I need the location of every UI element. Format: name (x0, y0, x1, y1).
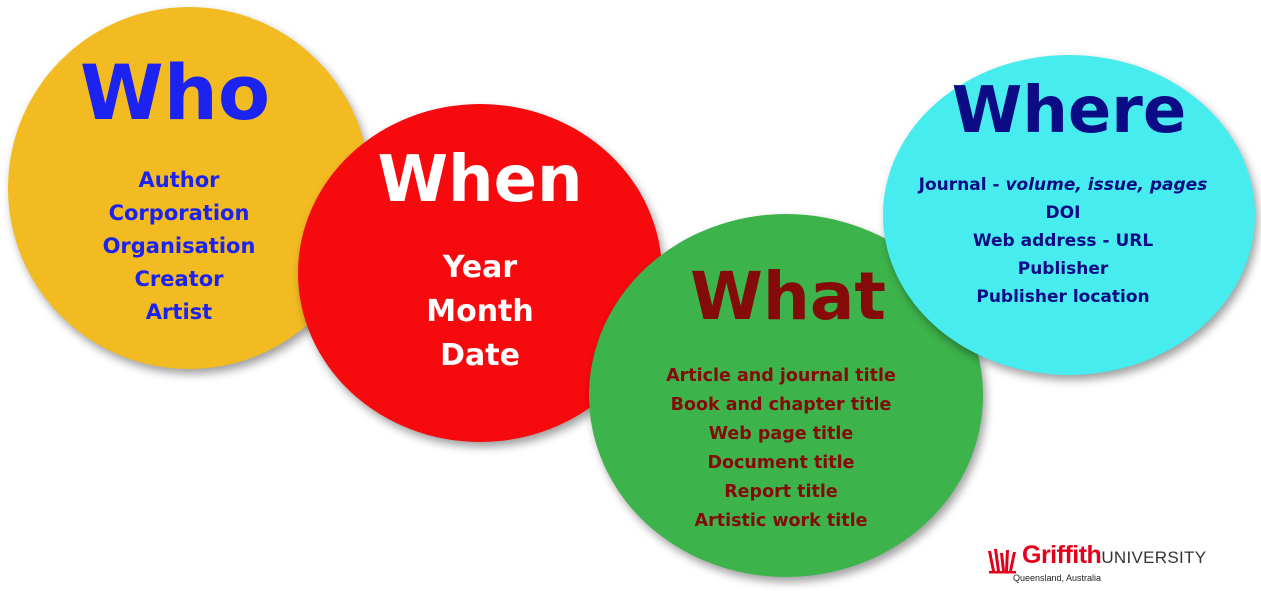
what-item: Report title (724, 482, 838, 502)
what-item: Book and chapter title (670, 395, 892, 415)
where-circle: Where Journal - volume, issue, pages DOI… (883, 55, 1255, 375)
what-heading: What (690, 258, 886, 335)
when-item: Date (440, 338, 520, 373)
where-item: Publisher location (976, 287, 1150, 307)
griffith-university-logo: GriffithUNIVERSITY Queensland, Australia (986, 543, 1236, 589)
what-list: Article and journal title Book and chapt… (579, 362, 983, 536)
when-item: Year (442, 250, 518, 285)
who-list: Author Corporation Organisation Creator … (0, 164, 370, 329)
who-item: Author (138, 168, 220, 192)
griffith-emblem-icon (988, 549, 1016, 574)
who-item: Artist (145, 300, 213, 324)
logo-suffix: UNIVERSITY (1101, 548, 1207, 567)
who-item: Corporation (108, 201, 250, 225)
where-heading: Where (951, 74, 1187, 148)
where-list: Journal - volume, issue, pages DOI Web a… (871, 171, 1255, 311)
what-item: Artistic work title (694, 511, 868, 531)
who-item: Creator (134, 267, 224, 291)
where-item: Publisher (1017, 259, 1109, 279)
logo-location: Queensland, Australia (1013, 573, 1102, 583)
where-item: Web address - URL (972, 231, 1154, 251)
who-circle: Who Author Corporation Organisation Crea… (8, 7, 370, 369)
when-list: Year Month Date (298, 246, 662, 378)
where-item-journal: Journal - volume, issue, pages (871, 171, 1255, 199)
logo-wordmark: GriffithUNIVERSITY (1022, 543, 1206, 568)
who-item: Organisation (102, 234, 256, 258)
journal-detail: volume, issue, pages (1005, 175, 1208, 195)
when-item: Month (426, 294, 534, 329)
journal-label: Journal - (918, 175, 1006, 195)
what-item: Document title (707, 453, 855, 473)
what-item: Article and journal title (666, 366, 896, 386)
who-heading: Who (79, 48, 271, 137)
logo-brand: Griffith (1022, 541, 1102, 569)
when-heading: When (377, 143, 583, 217)
where-item: DOI (1045, 203, 1081, 223)
what-item: Web page title (708, 424, 854, 444)
